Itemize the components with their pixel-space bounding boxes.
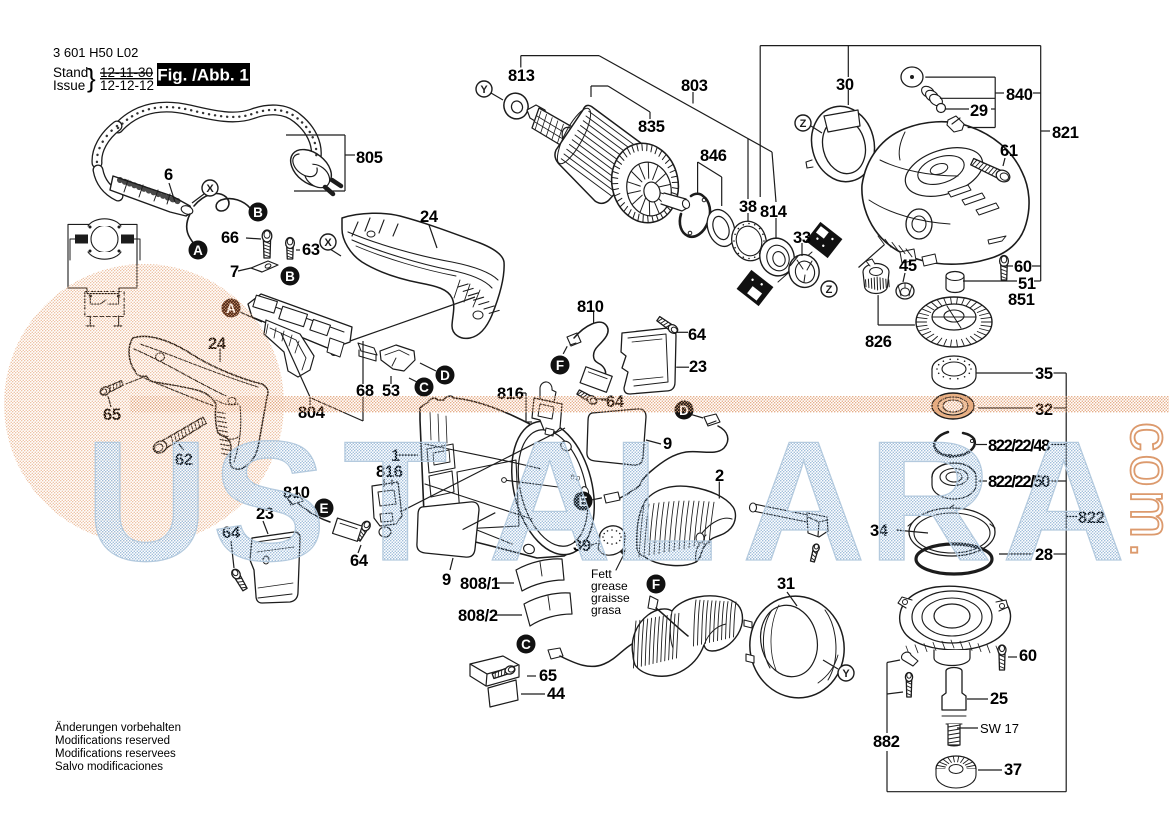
svg-text:X: X [324,237,332,249]
svg-text:S: S [212,406,326,597]
svg-text:com.: com. [1118,422,1169,558]
svg-text:X: X [206,183,214,195]
svg-text:29: 29 [970,102,988,120]
svg-text:Z: Z [800,118,807,130]
svg-text:810: 810 [577,298,604,316]
svg-text:840: 840 [1006,86,1033,104]
svg-text:B: B [253,205,263,220]
svg-text:C: C [521,637,531,652]
svg-text:R: R [868,406,992,597]
svg-text:882: 882 [873,733,900,751]
svg-text:23: 23 [689,358,707,376]
svg-text:7: 7 [230,263,239,281]
svg-text:C: C [419,380,429,395]
svg-text:37: 37 [1004,761,1022,779]
svg-text:61: 61 [1000,142,1018,160]
svg-text:44: 44 [547,685,566,703]
svg-text:813: 813 [508,67,535,85]
svg-text:SW 17: SW 17 [980,721,1019,736]
svg-text:A: A [193,243,203,258]
svg-text:821: 821 [1052,124,1079,142]
svg-text:F: F [556,358,564,373]
svg-text:25: 25 [990,690,1008,708]
svg-text:846: 846 [700,147,727,165]
svg-text:60: 60 [1014,258,1032,276]
svg-text:45: 45 [899,257,917,275]
svg-text:63: 63 [302,241,320,259]
svg-text:66: 66 [221,229,239,247]
svg-text:30: 30 [836,76,854,94]
svg-text:Änderungen vorbehalten: Änderungen vorbehalten [55,722,181,734]
svg-text:A: A [1002,406,1126,597]
svg-text:Modifications reservees: Modifications reservees [55,748,176,760]
svg-text:U: U [85,406,209,597]
svg-text:835: 835 [638,118,665,136]
svg-text:L: L [612,406,716,597]
svg-text:3 601 H50 L02: 3 601 H50 L02 [53,45,138,60]
svg-text:grasa: grasa [591,603,621,617]
svg-text:814: 814 [760,203,788,221]
svg-text:805: 805 [356,149,383,167]
svg-text:T: T [343,406,447,597]
svg-text:Issue: Issue [53,78,85,93]
svg-text:A: A [742,406,866,597]
svg-text:12-12-12: 12-12-12 [100,78,154,93]
svg-text:D: D [440,368,450,383]
svg-text:B: B [285,269,295,284]
svg-text:851: 851 [1008,291,1035,309]
svg-text:24: 24 [420,208,439,226]
svg-text:33: 33 [793,229,811,247]
svg-text:826: 826 [865,333,892,351]
svg-text:Modifications reserved: Modifications reserved [55,735,170,747]
svg-text:Y: Y [842,668,850,680]
svg-text:}: } [87,63,96,93]
svg-text:38: 38 [739,198,757,216]
svg-text:65: 65 [539,667,557,685]
svg-text:808/2: 808/2 [458,607,498,625]
svg-text:803: 803 [681,77,708,95]
svg-text:64: 64 [688,326,707,344]
svg-text:Fig. /Abb. 1: Fig. /Abb. 1 [157,66,249,85]
svg-text:35: 35 [1035,365,1053,383]
svg-text:A: A [488,406,612,597]
svg-text:60: 60 [1019,647,1037,665]
svg-text:6: 6 [164,166,173,184]
svg-text:Salvo modificaciones: Salvo modificaciones [55,761,163,773]
svg-text:Y: Y [480,84,488,96]
svg-text:Z: Z [826,284,833,296]
